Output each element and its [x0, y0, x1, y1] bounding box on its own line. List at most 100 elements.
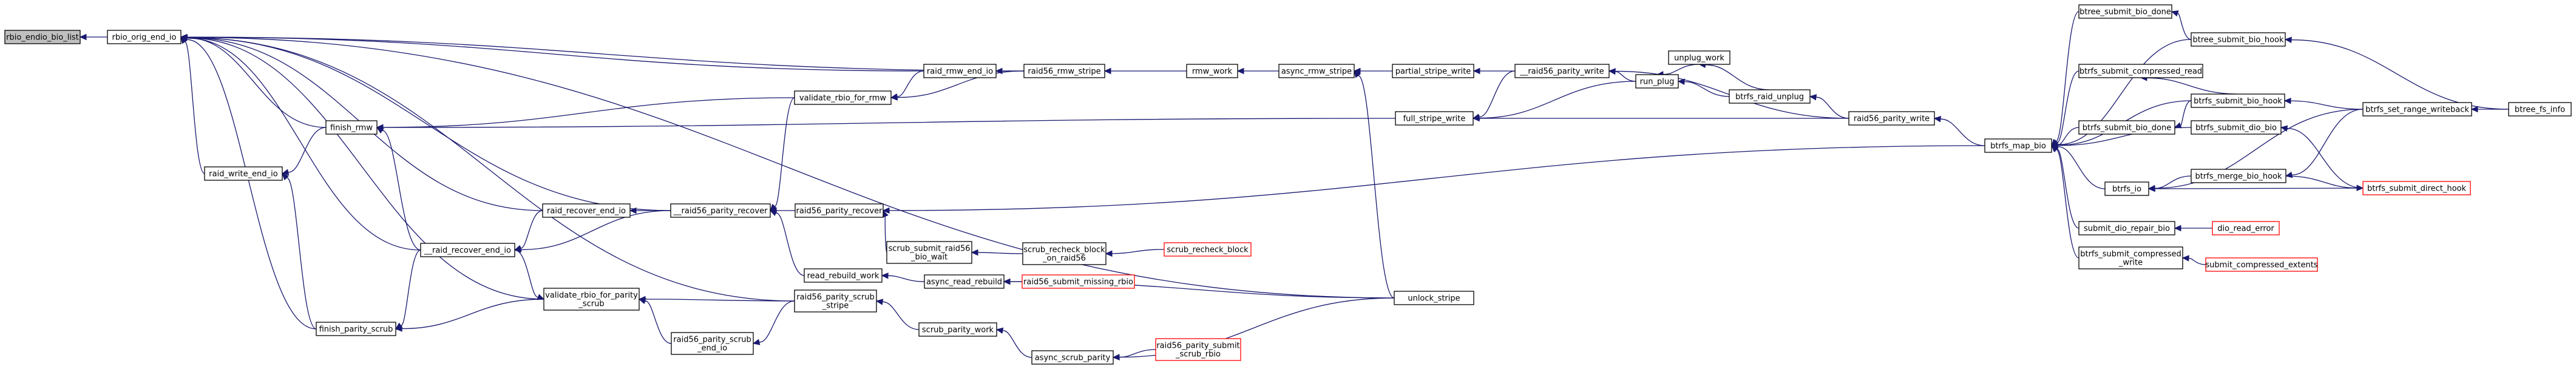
node-box	[2078, 221, 2175, 235]
node-btree-submit-bio-done[interactable]: btree_submit_bio_done	[2078, 4, 2172, 19]
node-run-plug[interactable]: run_plug	[1635, 74, 1679, 89]
node-finish-rmw[interactable]: finish_rmw	[325, 120, 378, 135]
node-raid-write-end-io[interactable]: raid_write_end_io	[204, 166, 283, 181]
edge-raid56-parity-scrub-stripe-to-validate-rbio-for-parity-scrub	[638, 296, 795, 303]
node-raid56-rmw-stripe[interactable]: raid56_rmw_stripe	[1023, 64, 1105, 78]
node-focus[interactable]: rbio_endio_bio_list	[4, 30, 81, 44]
node-finish-parity-scrub[interactable]: finish_parity_scrub	[316, 322, 396, 336]
node-box	[1729, 89, 1811, 104]
node-box	[107, 30, 181, 44]
node-raid56-parity-write[interactable]: raid56_parity_write	[1848, 111, 1935, 126]
edge-submit-dio-repair-bio-to-btrfs-map-bio	[2050, 145, 2079, 229]
node-scrub-recheck-block-on-raid56[interactable]: scrub_recheck_block_on_raid56	[1022, 242, 1107, 265]
edge-finish-rmw-to-raid-write-end-io	[281, 127, 327, 175]
node-validate-rbio-for-rmw[interactable]: validate_rbio_for_rmw	[794, 90, 892, 105]
node-async-read-rebuild[interactable]: async_read_rebuild	[924, 274, 1005, 289]
edge-raid56-parity-write-to-full-stripe-write	[1472, 115, 1849, 122]
node-box	[1394, 291, 1474, 305]
node-box	[2104, 181, 2149, 196]
node-label: async_rmw_stripe	[1281, 67, 1352, 76]
node-submit-dio-repair-bio[interactable]: submit_dio_repair_bio	[2078, 221, 2175, 235]
node-label: validate_rbio_for_rmw	[799, 94, 887, 103]
node-label: btrfs_submit_direct_hook	[2367, 184, 2466, 194]
node-label: async_scrub_parity	[1035, 354, 1111, 363]
edge-validate-rbio-for-rmw-to-raid56-parity-recover	[770, 97, 795, 211]
node-async-scrub-parity[interactable]: async_scrub_parity	[1031, 350, 1114, 365]
node-box	[924, 274, 1005, 289]
node-box	[2212, 221, 2280, 235]
node-dio-read-error[interactable]: dio_read_error	[2212, 221, 2280, 235]
node-btrfs-merge-bio-hook[interactable]: btrfs_merge_bio_hook	[2191, 169, 2286, 183]
edge-scrub-recheck-block-to-scrub-recheck-block-on-raid56	[1105, 249, 1165, 257]
node-btrfs-raid-unplug[interactable]: btrfs_raid_unplug	[1729, 89, 1811, 104]
node-raid56-parity-write[interactable]: __raid56_parity_write	[1514, 64, 1610, 78]
node-label: read_rebuild_work	[807, 272, 880, 281]
node-btrfs-submit-bio-hook[interactable]: btrfs_submit_bio_hook	[2191, 93, 2285, 108]
node-btrfs-submit-compressed-write[interactable]: btrfs_submit_compressed_write	[2078, 246, 2183, 269]
node-box	[543, 288, 640, 311]
edge-btree-submit-bio-hook-to-btree-submit-bio-done	[2171, 10, 2192, 40]
node-scrub-recheck-block[interactable]: scrub_recheck_block	[1164, 242, 1252, 257]
node-raid-recover-end-io[interactable]: raid_recover_end_io	[542, 203, 631, 218]
node-box	[923, 64, 997, 78]
node-label: partial_stripe_write	[1395, 67, 1471, 76]
node-submit-compressed-extents[interactable]: submit_compressed_extents	[2205, 257, 2318, 272]
node-raid56-parity-scrub-stripe[interactable]: raid56_parity_scrub_stripe	[794, 289, 877, 313]
node-box	[671, 332, 754, 355]
node-box	[1186, 64, 1238, 78]
edge-raid56-rmw-stripe-to-validate-rbio-for-rmw	[890, 70, 1025, 101]
node-btrfs-map-bio[interactable]: btrfs_map_bio	[1984, 138, 2052, 153]
node-btrfs-set-range-writeback[interactable]: btrfs_set_range_writeback	[2362, 102, 2472, 117]
node-label: full_stripe_write	[1403, 115, 1466, 124]
node-box	[2191, 32, 2286, 47]
node-box	[1395, 111, 1474, 126]
edge-async-scrub-parity-to-scrub-parity-work	[995, 327, 1032, 358]
node-label: raid_write_end_io	[209, 170, 277, 179]
node-label: scrub_parity_work	[922, 326, 994, 335]
node-raid56-submit-missing-rbio[interactable]: raid56_submit_missing_rbio	[1022, 274, 1135, 289]
node-btrfs-submit-direct-hook[interactable]: btrfs_submit_direct_hook	[2362, 181, 2471, 195]
node-box	[804, 268, 883, 283]
node-raid56-parity-recover[interactable]: raid56_parity_recover	[795, 203, 884, 218]
node-label: scrub_submit_raid56	[888, 245, 970, 254]
node-raid56-parity-scrub-end-io[interactable]: raid56_parity_scrub_end_io	[671, 332, 754, 355]
node-label: _stripe	[822, 302, 849, 311]
node-raid-recover-end-io[interactable]: __raid_recover_end_io	[420, 243, 515, 257]
node-box	[4, 30, 81, 44]
node-partial-stripe-write[interactable]: partial_stripe_write	[1392, 64, 1474, 78]
node-label: btree_fs_info	[2515, 106, 2565, 115]
node-box	[886, 241, 972, 264]
node-read-rebuild-work[interactable]: read_rebuild_work	[804, 268, 883, 283]
node-btrfs-submit-compressed-read[interactable]: btrfs_submit_compressed_read	[2078, 64, 2203, 78]
node-btree-submit-bio-hook[interactable]: btree_submit_bio_hook	[2191, 32, 2286, 47]
node-raid-rmw-end-io[interactable]: raid_rmw_end_io	[923, 64, 997, 78]
node-scrub-parity-work[interactable]: scrub_parity_work	[918, 322, 997, 337]
node-rbio-orig-end-io[interactable]: rbio_orig_end_io	[107, 30, 181, 44]
node-unplug-work[interactable]: unplug_work	[1668, 50, 1730, 65]
node-label: btree_submit_bio_done	[2079, 8, 2171, 17]
node-btrfs-submit-dio-bio[interactable]: btrfs_submit_dio_bio	[2191, 120, 2282, 135]
node-box	[1635, 74, 1679, 89]
node-rmw-work[interactable]: rmw_work	[1186, 64, 1238, 78]
node-label: unplug_work	[1674, 54, 1724, 63]
node-scrub-submit-raid56-bio-wait[interactable]: scrub_submit_raid56_bio_wait	[886, 241, 972, 264]
edge-btree-fs-info-to-btrfs-set-range-writeback	[2470, 106, 2509, 113]
node-label: raid_rmw_end_io	[927, 67, 993, 76]
node-full-stripe-write[interactable]: full_stripe_write	[1395, 111, 1474, 126]
node-btree-fs-info[interactable]: btree_fs_info	[2508, 102, 2572, 117]
edge-raid-recover-end-io-to-raid-recover-end-io	[514, 210, 543, 251]
node-raid56-parity-submit-scrub-rbio[interactable]: raid56_parity_submit_scrub_rbio	[1155, 338, 1241, 361]
node-btrfs-io[interactable]: btrfs_io	[2104, 181, 2149, 196]
node-label: rmw_work	[1192, 67, 1233, 76]
node-box	[325, 120, 378, 135]
node-btrfs-submit-bio-done[interactable]: btrfs_submit_bio_done	[2078, 120, 2175, 135]
node-box	[2191, 93, 2285, 108]
node-unlock-stripe[interactable]: unlock_stripe	[1394, 291, 1474, 305]
node-async-rmw-stripe[interactable]: async_rmw_stripe	[1278, 64, 1355, 78]
node-box	[2078, 246, 2183, 269]
node-label: validate_rbio_for_parity	[545, 291, 638, 300]
node-label: btrfs_raid_unplug	[1735, 93, 1804, 102]
node-validate-rbio-for-parity-scrub[interactable]: validate_rbio_for_parity_scrub	[543, 288, 640, 311]
node-label: submit_dio_repair_bio	[2084, 225, 2170, 234]
node-raid56-parity-recover[interactable]: __raid56_parity_recover	[670, 203, 771, 218]
